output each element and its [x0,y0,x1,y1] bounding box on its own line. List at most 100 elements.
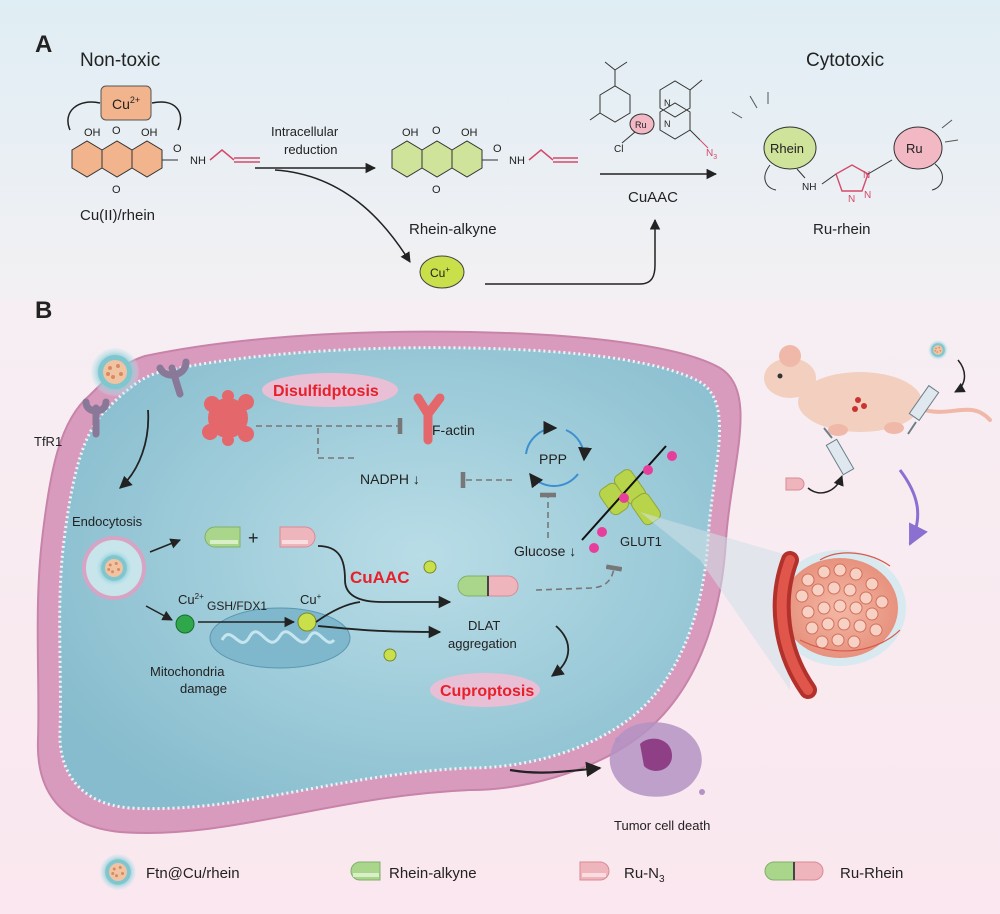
svg-text:Ru: Ru [906,141,923,156]
svg-text:O: O [493,143,502,155]
svg-text:Rhein: Rhein [770,141,804,156]
cu2-badge [100,85,152,121]
svg-text:Ru: Ru [635,120,647,130]
cu1-ion [297,612,317,632]
nadph-link [317,428,358,459]
full-capsule-icon [764,861,824,881]
nanoparticle-injection-icon [928,340,948,360]
rhein-alkyne-molecule: OH O OH O O NH [391,125,578,196]
glut1-label: GLUT1 [620,534,662,549]
click-arrow-2 [315,601,361,623]
svg-text:OH: OH [402,127,419,139]
ru-rhein-capsule-icon [457,575,519,597]
rhein-circle [763,126,817,170]
gsh-fdx1-label: GSH/FDX1 [207,599,267,613]
ru-azide-complex: Ru Cl N N N3 [589,61,717,161]
intracellular-label: Intracellular [271,124,339,139]
release-arrow-2 [145,605,173,621]
cu2-label: Cu2+ [178,592,204,607]
dlat-arrow [317,625,442,639]
svg-text:N: N [848,194,855,205]
syringe-icon-bottom [823,427,855,476]
legend-label: Ftn@Cu/rhein [146,865,240,882]
cuproptosis-bubble [430,673,540,707]
svg-text:NH: NH [802,182,816,193]
legend-label: Ru-Rhein [840,865,903,882]
death-arrow [509,761,602,778]
dlat-label-1: DLAT [468,618,500,633]
cu1-to-cuaac-arrow [485,218,661,285]
glucose-molecule [589,543,599,553]
glucose-molecule [597,527,607,537]
factin-label: F-actin [432,422,475,438]
svg-text:O: O [173,143,182,155]
tfr1-receptor-icon-2 [156,358,190,398]
svg-text:N: N [664,98,671,108]
pink-capsule-half-icon [579,861,610,881]
ru-azide-capsule-icon [279,526,316,548]
endosome-nanoparticle-icon [96,550,132,586]
cell-cytoplasm [58,346,722,811]
inhibit-glut1-line [535,564,623,591]
zoom-cone [640,512,790,690]
glucose-molecule [667,451,677,461]
disulfidptosis-label: Disulfidptosis [273,383,379,400]
legend-label: Ru-N3 [624,865,665,885]
ru-azide-injection-icon [785,477,805,491]
cu-release-arrow [274,169,411,263]
aggregated-actin-icon [202,390,254,446]
glucose-molecule [643,465,653,475]
tfr1-receptor-icon [82,398,110,438]
ppp-label: PPP [539,451,567,467]
nontoxic-label: Non-toxic [80,50,160,71]
injection-arrow [954,359,966,393]
reduction-label: reduction [284,142,337,157]
panel-b-label: B [35,297,52,324]
panel-a-label: A [35,31,52,58]
ru-injection-arrow [807,475,844,494]
tumor-zoom-arrow [898,469,928,546]
rhein-alkyne-capsule-icon [204,526,241,548]
ru-center [629,113,655,135]
svg-text:O: O [112,184,121,196]
svg-text:N: N [664,119,671,129]
tfr1-label: TfR1 [34,434,62,449]
rhein-alkyne-label: Rhein-alkyne [409,221,497,238]
uptake-arrow [119,409,150,489]
cu-rhein-molecule: Cu2+ OH O OH O O NH [67,85,260,196]
cu1-ion-small-2 [383,648,397,662]
cu-rhein-label: Cu(II)/rhein [80,207,155,224]
svg-text:OH: OH [141,127,158,139]
cuaac-label-b: CuAAC [350,568,410,587]
glucose-label: Glucose ↓ [514,543,576,559]
svg-text:Cl: Cl [614,144,623,155]
dlat-label-2: aggregation [448,636,517,651]
svg-text:OH: OH [461,127,478,139]
cuproptosis-arrow [550,625,570,677]
azide-label: N3 [706,148,717,161]
mito-label-2: damage [180,681,227,696]
endocytosis-label: Endocytosis [72,514,143,529]
svg-text:N: N [864,190,871,201]
mouse-icon [764,345,992,436]
svg-text:NH: NH [509,155,525,167]
green-capsule-half-icon [350,861,381,881]
cu2-badge-text: Cu2+ [112,95,140,112]
cu1-label-b: Cu+ [300,592,322,607]
legend-label: Rhein-alkyne [389,865,477,882]
death-label: Tumor cell death [614,818,710,833]
cu1-ellipse [419,255,465,289]
ru-circle [893,126,943,170]
svg-text:OH: OH [84,127,101,139]
cuaac-label: CuAAC [628,189,678,206]
f-actin-icon [413,393,445,445]
ppp-cycle [525,420,593,489]
nadph-label: NADPH ↓ [360,471,420,487]
nanoparticle-icon [91,348,139,396]
svg-text:O: O [112,125,121,137]
dead-tumor-cell-icon [609,722,705,797]
cytotoxic-label: Cytotoxic [806,50,884,71]
plus-sign: + [248,528,259,548]
